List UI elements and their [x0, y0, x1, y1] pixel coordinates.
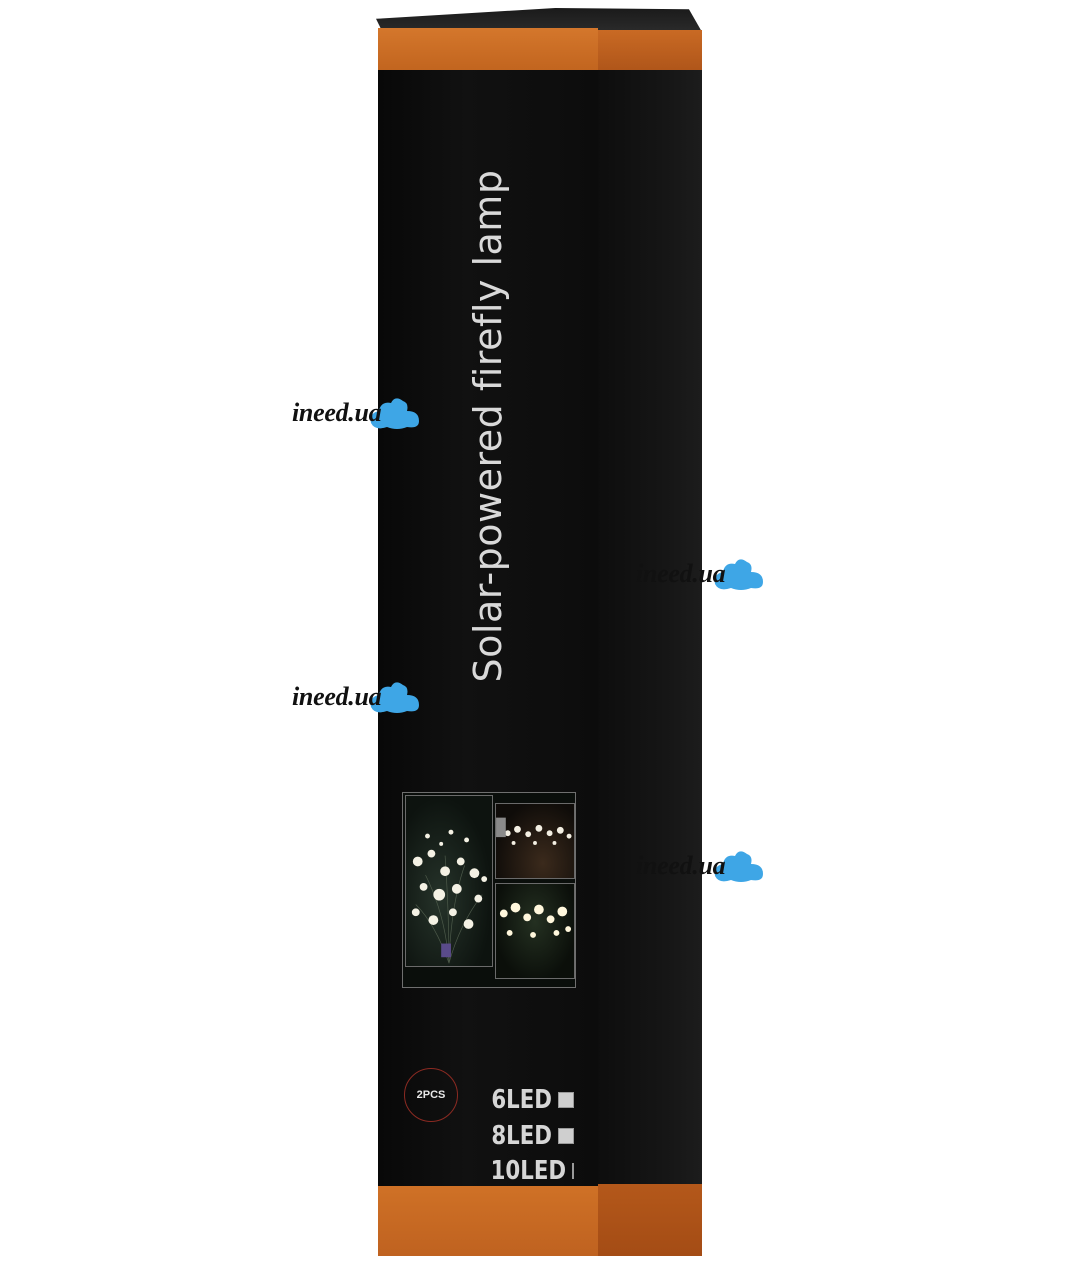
option-label: 6LED — [491, 1085, 552, 1115]
option-checkbox — [558, 1092, 574, 1108]
box-front-panel — [378, 28, 598, 1256]
option-8led: 8LED — [474, 1121, 574, 1151]
box-side-panel — [596, 30, 702, 1256]
option-checkbox — [572, 1163, 574, 1179]
watermark: ineed.ua — [636, 846, 767, 886]
watermark: ineed.ua — [636, 554, 767, 594]
cloud-logo-icon — [714, 851, 764, 882]
option-10led: 10LED — [474, 1156, 574, 1186]
watermark: ineed.ua — [292, 393, 423, 433]
option-checkbox — [558, 1128, 574, 1144]
watermark-text: ineed.ua — [636, 851, 726, 880]
quantity-badge: 2PCS — [404, 1068, 458, 1122]
watermark-text: ineed.ua — [636, 559, 726, 588]
product-title: Solar-powered firefly lamp — [466, 169, 510, 683]
cloud-logo-icon — [714, 559, 764, 590]
front-top-band — [378, 28, 598, 70]
collage-photo-bottom-right — [495, 883, 575, 979]
cloud-logo-icon — [370, 398, 420, 429]
front-bottom-band — [378, 1186, 598, 1256]
option-label: 8LED — [491, 1121, 552, 1151]
watermark-text: ineed.ua — [292, 682, 382, 711]
firefly-night-image — [499, 902, 572, 938]
side-top-band — [596, 30, 702, 70]
cloud-logo-icon — [370, 682, 420, 713]
photo-collage — [402, 792, 576, 988]
firefly-garden-image — [496, 817, 572, 845]
side-bottom-band — [596, 1184, 702, 1256]
collage-photo-top-right — [495, 803, 575, 879]
watermark-text: ineed.ua — [292, 398, 382, 427]
option-6led: 6LED — [474, 1085, 574, 1115]
collage-photo-left — [405, 795, 493, 967]
firefly-lights-image — [411, 829, 488, 964]
product-title-wrapper: Solar-powered firefly lamp — [462, 95, 514, 757]
option-label: 10LED — [490, 1156, 566, 1186]
watermark: ineed.ua — [292, 677, 423, 717]
